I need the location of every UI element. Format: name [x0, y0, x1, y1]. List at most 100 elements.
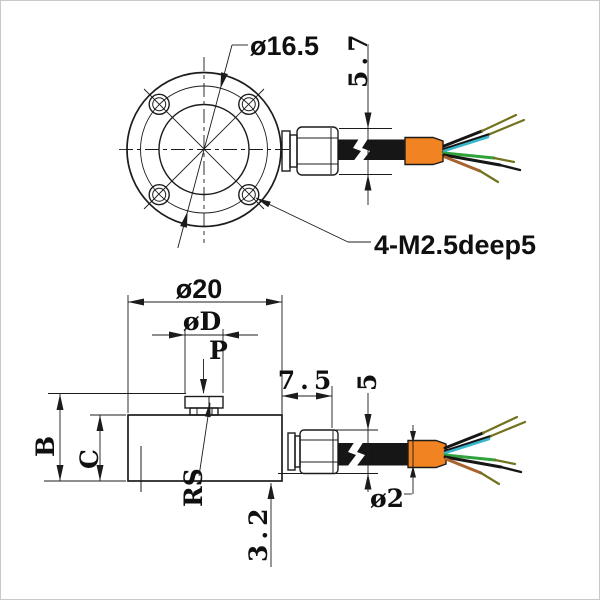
green-wire: [443, 453, 497, 462]
arrowhead: [169, 331, 185, 339]
brown-wire: [444, 457, 483, 475]
bolt-hole-top-left: [148, 93, 170, 116]
wire-tip: [498, 163, 522, 172]
wire-tip: [488, 118, 526, 136]
cable-break-symbol: [352, 137, 370, 163]
arrowhead: [204, 402, 211, 418]
dim-outer-dia: ø20: [127, 274, 283, 413]
bolt-hole-bottom-right: [238, 183, 260, 206]
arrowhead: [200, 379, 207, 394]
black-wire: [443, 431, 485, 450]
gland-nut: [296, 126, 339, 176]
arrowhead: [364, 112, 372, 129]
dim-bolt-circle-dia: ø16.5: [177, 31, 319, 249]
callout-mounting-holes: 4-M2.5deep5: [255, 197, 536, 260]
dim-text-connector-length: 7.5: [278, 366, 337, 395]
arrowhead: [223, 331, 239, 339]
cyan-wire: [442, 135, 490, 153]
dim-text-connector-width: 5.7: [344, 30, 373, 89]
cable-top-view: [338, 113, 526, 184]
dim-base-offset: 3.2: [244, 483, 275, 567]
arrowhead: [180, 211, 188, 228]
connector-side-view: [287, 429, 339, 475]
top-view: ø16.5 5.7 4-M2.5deep5: [119, 30, 536, 260]
hole-outer: [238, 93, 260, 116]
dim-text-outer-dia: ø20: [176, 274, 223, 304]
dim-cable-dia: ø2: [370, 425, 416, 513]
dim-text-load-point: P: [209, 336, 228, 365]
arrowhead: [267, 483, 275, 499]
black-wire: [442, 129, 484, 148]
hole-outer: [238, 183, 260, 206]
wire-tip: [479, 471, 501, 486]
wire-tip: [480, 113, 518, 133]
arrowhead: [128, 298, 144, 306]
cable-break-symbol: [347, 441, 365, 467]
wire-tip: [481, 415, 519, 435]
arrowhead: [96, 465, 104, 481]
button-stem: [189, 407, 219, 416]
dim-connector-dia: 5: [278, 374, 382, 492]
dim-text-bolt-circle: ø16.5: [250, 31, 319, 61]
wire-tip: [489, 420, 527, 438]
dim-height-b: B: [31, 393, 186, 482]
leader-line: [255, 197, 349, 243]
arrowhead: [316, 392, 332, 400]
gland-ring: [287, 432, 296, 471]
dim-connector-length: 7.5: [278, 366, 337, 430]
arrowhead: [364, 473, 372, 490]
hole-inner: [152, 97, 167, 112]
dim-text-base-offset: 3.2: [244, 504, 273, 563]
arrowhead: [96, 415, 104, 431]
arrowhead: [220, 72, 228, 89]
hole-inner: [241, 97, 256, 112]
connector-top-view: [281, 126, 339, 176]
hole-outer: [148, 183, 170, 206]
dim-text-thread: RS: [179, 468, 208, 507]
arrowhead: [56, 465, 64, 481]
dim-text-height-c: C: [75, 449, 104, 469]
dim-text-connector-dia: 5: [353, 374, 382, 391]
wire-tip: [493, 458, 517, 466]
wire-tip: [492, 156, 516, 164]
brown-wire: [443, 155, 482, 173]
wire-tip: [478, 169, 500, 184]
arrowhead: [364, 174, 372, 191]
dim-text-button-dia: øD: [183, 307, 221, 336]
cable-sleeve: [404, 136, 444, 166]
hole-inner: [152, 187, 167, 202]
arrowhead: [410, 431, 416, 443]
black-wire: [443, 434, 493, 453]
bolt-hole-top-right: [238, 93, 260, 116]
cable-jacket: [338, 443, 408, 466]
hole-inner: [241, 187, 256, 202]
black-wire: [442, 153, 502, 167]
load-button: [184, 395, 224, 416]
arrowhead: [266, 298, 282, 306]
dim-text-cable-dia: ø2: [370, 484, 404, 513]
dim-text-height-b: B: [31, 436, 60, 457]
black-wire: [442, 132, 492, 151]
wire-bundle: [443, 415, 527, 486]
gland-ring: [294, 435, 301, 468]
hole-outer: [148, 93, 170, 116]
thread-callout: RS: [179, 402, 211, 507]
wire-tip: [499, 465, 523, 474]
black-wire: [443, 455, 503, 469]
arrowhead: [282, 392, 298, 400]
arrowhead: [56, 394, 64, 410]
gland-ring: [289, 134, 298, 168]
cyan-wire: [443, 437, 491, 455]
cable-sleeve: [407, 439, 447, 469]
bolt-hole-bottom-left: [148, 183, 170, 206]
side-view: ø20 øD P B: [31, 274, 527, 567]
wire-bundle: [442, 113, 526, 184]
dim-connector-width: 5.7: [339, 30, 392, 205]
gland-nut: [299, 429, 339, 475]
arrowhead: [256, 198, 271, 208]
gland-ring: [281, 130, 291, 172]
green-wire: [442, 151, 496, 160]
dim-height-c: C: [75, 414, 126, 481]
